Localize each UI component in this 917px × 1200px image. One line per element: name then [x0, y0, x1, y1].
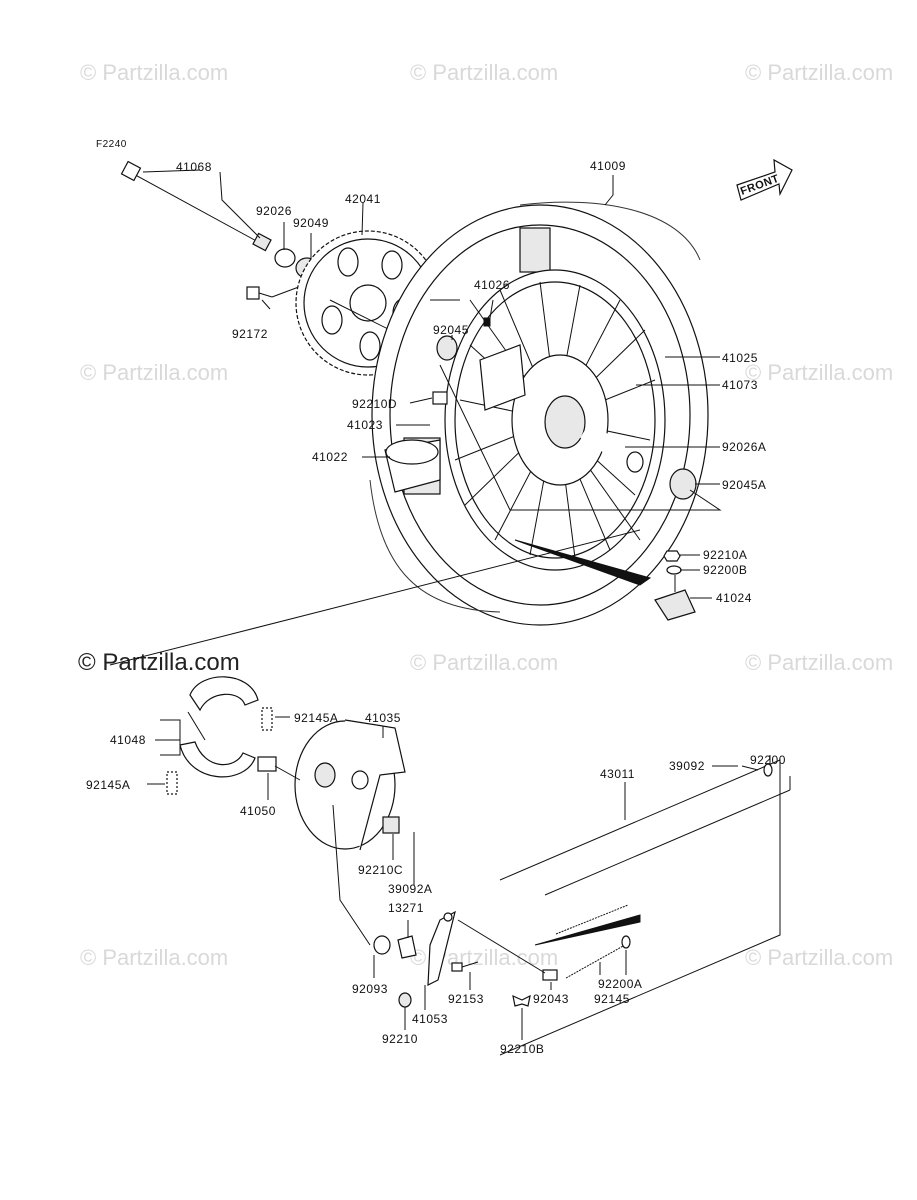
brake-panel-icon	[294, 719, 406, 851]
part-label: 41048	[110, 733, 146, 747]
brake-cam-icon	[257, 756, 301, 781]
part-label: 92210C	[358, 863, 403, 877]
part-label: 41025	[722, 351, 758, 365]
nut-icon	[398, 992, 412, 1008]
brake-rod-frame	[499, 759, 791, 1056]
part-label: 41035	[365, 711, 401, 725]
figure-code: F2240	[96, 139, 127, 150]
part-label: 92026	[256, 204, 292, 218]
part-label: 92200B	[703, 563, 747, 577]
bolt-icon	[451, 961, 479, 972]
watermark: © Partzilla.com	[745, 945, 893, 970]
part-label: 92145	[594, 992, 630, 1006]
nut-icon	[432, 391, 448, 405]
brake-lever-icon	[427, 910, 456, 986]
front-arrow-icon: FRONT	[736, 158, 793, 201]
watermark: © Partzilla.com	[745, 60, 893, 85]
part-label: 92153	[448, 992, 484, 1006]
brake-shoe-icon	[179, 676, 259, 778]
bearing-icon	[669, 468, 697, 500]
watermark: © Partzilla.com	[410, 650, 558, 675]
washer-icon	[666, 565, 682, 575]
watermark: © Partzilla.com	[80, 60, 228, 85]
chain-adjuster-icon	[654, 575, 696, 621]
hub-collar-icon	[580, 422, 644, 473]
part-label: 43011	[600, 767, 635, 781]
watermark: © Partzilla.com	[410, 60, 558, 85]
part-label: 92093	[352, 982, 388, 996]
stud-icon	[483, 317, 491, 327]
front-label: FRONT	[739, 173, 781, 198]
part-label: 41023	[347, 418, 383, 432]
part-label: 92049	[293, 216, 329, 230]
part-label: 41009	[590, 159, 626, 173]
bearing-icon	[436, 335, 458, 361]
guide-lines	[147, 716, 771, 1040]
part-label: 39092A	[388, 882, 432, 896]
part-label: 92043	[533, 992, 569, 1006]
part-label: 41073	[722, 378, 758, 392]
watermark: © Partzilla.com	[80, 360, 228, 385]
part-labels: 41068 92026 92049 42041 92172 41026 9204…	[86, 159, 786, 1056]
part-label: 41026	[474, 278, 510, 292]
part-label: 92210A	[703, 548, 747, 562]
part-label: 92026A	[722, 440, 766, 454]
part-label: 92210D	[352, 397, 397, 411]
indicator-plate-icon	[397, 935, 417, 959]
collar-icon	[274, 248, 296, 268]
part-label: 41024	[716, 591, 752, 605]
part-label: 41050	[240, 804, 276, 818]
part-label: 42041	[345, 192, 381, 206]
joint-icon	[542, 969, 558, 981]
part-label: 13271	[388, 901, 424, 915]
o-ring-icon	[373, 935, 391, 955]
axle-icon	[120, 160, 272, 252]
part-label: 92200	[750, 753, 786, 767]
part-label: 92045A	[722, 478, 766, 492]
wing-nut-icon	[512, 994, 531, 1007]
part-label: 92210	[382, 1032, 418, 1046]
part-label: 92145A	[86, 778, 130, 792]
guide-lines	[109, 169, 722, 666]
part-label: 92210B	[500, 1042, 544, 1056]
part-label: 92145A	[294, 711, 338, 725]
watermark: © Partzilla.com	[745, 650, 893, 675]
nut-icon	[382, 816, 400, 834]
watermark: © Partzilla.com	[745, 360, 893, 385]
part-label: 39092	[669, 759, 705, 773]
part-label: 92172	[232, 327, 268, 341]
spring-icon	[166, 707, 273, 795]
part-label: 41022	[312, 450, 348, 464]
part-label: 41053	[412, 1012, 448, 1026]
part-label: 92200A	[598, 977, 642, 991]
part-label: 41068	[176, 160, 212, 174]
nut-icon	[663, 550, 681, 562]
hub-icon	[479, 344, 609, 486]
hub-cover-icon	[384, 439, 441, 493]
pointer-icon	[514, 539, 652, 586]
part-label: 92045	[433, 323, 469, 337]
watermark-strong: © Partzilla.com	[78, 649, 240, 676]
watermark: © Partzilla.com	[80, 945, 228, 970]
